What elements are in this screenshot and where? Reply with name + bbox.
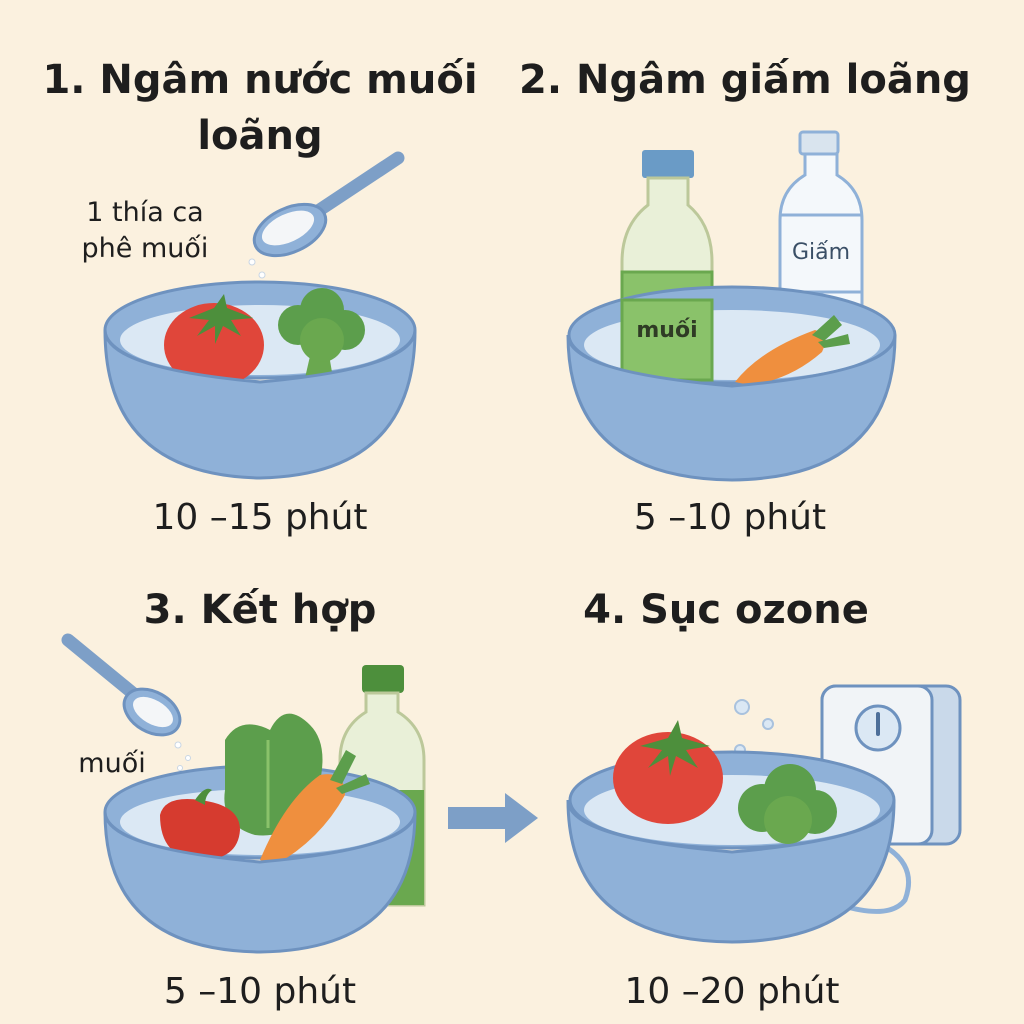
bottle-icon bbox=[778, 130, 864, 322]
carrot-icon bbox=[260, 750, 370, 865]
carrot-icon bbox=[735, 315, 850, 385]
step-1-note: 1 thía ca phê muối bbox=[81, 197, 209, 264]
pepper-icon bbox=[160, 788, 240, 860]
step-1-time: 10 –15 phút bbox=[152, 497, 368, 538]
step-3-title: 3. Kết hợp bbox=[143, 587, 377, 633]
tomato-icon bbox=[164, 294, 264, 387]
step-4-time: 10 –20 phút bbox=[624, 971, 840, 1012]
panel-2-graphics bbox=[566, 130, 897, 482]
step-3-note: muối bbox=[78, 748, 146, 779]
step-2-time: 5 –10 phút bbox=[633, 497, 827, 538]
tomato-icon bbox=[613, 720, 723, 824]
step-2-title: 2. Ngâm giấm loãng bbox=[519, 57, 971, 103]
bottle-clear-label: Giấm bbox=[791, 240, 851, 265]
bottle-green-label: muối bbox=[636, 318, 698, 343]
bubble-icon bbox=[734, 699, 774, 756]
step-1-title: 1. Ngâm nước muối loãng bbox=[42, 57, 478, 159]
step-4-title: 4. Sục ozone bbox=[583, 587, 869, 633]
broccoli-icon bbox=[278, 288, 365, 378]
panel-1-graphics bbox=[103, 151, 417, 480]
power-button-icon bbox=[854, 704, 902, 752]
spoon-icon bbox=[252, 151, 405, 258]
spoon-icon bbox=[61, 633, 182, 737]
panel-3-graphics bbox=[61, 633, 426, 954]
arrow-right-icon bbox=[448, 793, 538, 843]
panel-4-graphics bbox=[566, 684, 962, 944]
salt-icon bbox=[174, 741, 191, 771]
broccoli-icon bbox=[738, 764, 837, 844]
step-3-time: 5 –10 phút bbox=[163, 971, 357, 1012]
